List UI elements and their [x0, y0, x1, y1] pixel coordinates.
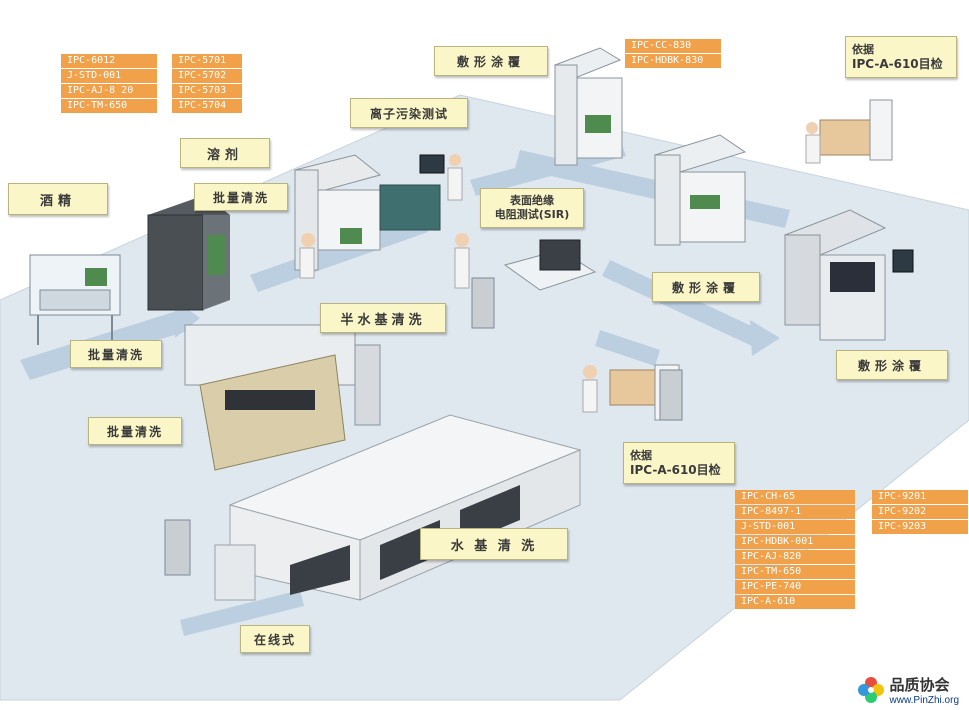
label-batch-clean-solvent: 批量清洗: [194, 183, 288, 211]
standard-tag: IPC-TM-650: [61, 99, 157, 113]
label-coating-middle: 敷形涂覆: [652, 272, 760, 302]
standard-tag: IPC-HDBK-830: [625, 54, 721, 68]
standard-tag: IPC-AJ-8 20: [61, 84, 157, 98]
standard-tag: IPC-CH-65: [735, 490, 855, 504]
inline-aqueous-cleaner: [214, 414, 582, 601]
flow-arrow: [602, 260, 760, 346]
label-inspection-middle: 依据 IPC-A-610目检: [623, 442, 735, 484]
label-coating-machine: 敷形涂覆: [836, 350, 948, 380]
flow-arrow: [180, 590, 304, 636]
standard-tag: J-STD-001: [735, 520, 855, 534]
flow-arrow: [595, 330, 660, 366]
label-inspection-middle-line2: IPC-A-610目检: [630, 463, 721, 477]
label-batch-clean-alcohol: 批量清洗: [70, 340, 162, 368]
standard-tag: IPC-8497-1: [735, 505, 855, 519]
logo-name: 品质协会: [889, 676, 950, 694]
board-cart: [659, 369, 683, 421]
alcohol-sink-station: [29, 254, 121, 345]
label-sir-test: 表面绝缘 电阻测试(SIR): [480, 188, 584, 228]
standard-tag: IPC-5703: [172, 84, 242, 98]
flow-arrow-head: [750, 320, 780, 356]
coating-cabinet-middle: [653, 134, 747, 246]
standard-tag: IPC-CC-830: [625, 39, 721, 53]
site-logo: 品质协会 www.PinZhi.org: [856, 674, 959, 706]
flower-logo-icon: [857, 677, 884, 703]
standard-tag: IPC-6012: [61, 54, 157, 68]
standard-tag: IPC-A-610: [735, 595, 855, 609]
label-semi-aqueous: 半水基清洗: [320, 303, 446, 333]
solvent-batch-cleaner: [147, 195, 230, 311]
label-aqueous: 水 基 清 洗: [420, 528, 568, 560]
logo-url: www.PinZhi.org: [889, 695, 959, 706]
standard-tag: IPC-TM-650: [735, 565, 855, 579]
batch-clean-cart: [293, 154, 382, 279]
label-ionic-test: 离子污染测试: [350, 98, 468, 128]
standard-tag: IPC-9202: [872, 505, 968, 519]
label-sir-line2: 电阻测试(SIR): [494, 208, 570, 221]
flow-arrow: [250, 215, 428, 292]
label-coating-top: 敷形涂覆: [434, 46, 548, 76]
label-inspection-top-line1: 依据: [852, 43, 874, 56]
standard-tag: IPC-5702: [172, 69, 242, 83]
label-batch-clean-semi: 批量清洗: [88, 417, 182, 445]
standard-tag: IPC-9201: [872, 490, 968, 504]
board-cart: [164, 519, 191, 576]
standard-tag: IPC-5701: [172, 54, 242, 68]
label-inspection-top: 依据 IPC-A-610目检: [845, 36, 957, 78]
standard-tag: IPC-AJ-820: [735, 550, 855, 564]
ionic-contamination-tester: [379, 154, 463, 231]
inspection-desk-top: [805, 99, 893, 164]
standard-tag: IPC-PE-740: [735, 580, 855, 594]
semi-aqueous-cleaner: [184, 324, 381, 471]
label-solvent: 溶剂: [180, 138, 270, 168]
label-inspection-top-line2: IPC-A-610目检: [852, 57, 943, 71]
label-inline: 在线式: [240, 625, 310, 653]
standard-tag: IPC-HDBK-001: [735, 535, 855, 549]
label-inspection-middle-line1: 依据: [630, 449, 652, 462]
standard-tag: IPC-9203: [872, 520, 968, 534]
sir-test-station: [454, 233, 597, 329]
label-alcohol: 酒精: [8, 183, 108, 215]
standard-tag: IPC-5704: [172, 99, 242, 113]
label-sir-line1: 表面绝缘: [510, 194, 554, 207]
standard-tag: J-STD-001: [61, 69, 157, 83]
coating-machine: [783, 209, 914, 341]
coating-cabinet-top: [553, 47, 623, 166]
